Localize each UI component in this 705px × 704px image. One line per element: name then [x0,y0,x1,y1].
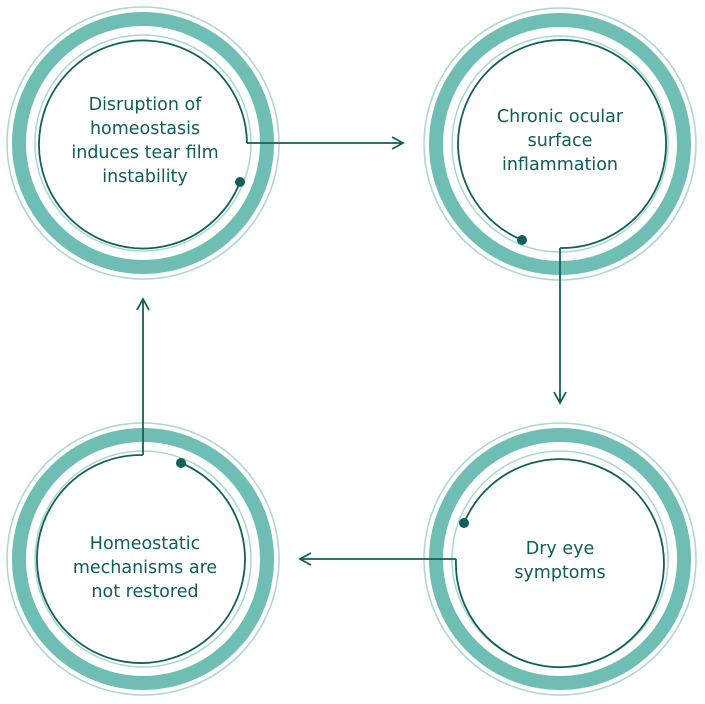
inner-arc-homeostatic [36,454,246,664]
arc-dot-homeostatic [176,458,186,468]
arc-dot-inflammation [517,235,527,245]
inner-arc-disruption [38,39,248,250]
label-homeostatic: Homeostatic mechanisms are not restored [72,534,218,602]
node-homeostatic [6,422,280,696]
arc-dot-dry-eye [459,518,469,528]
label-inflammation: Chronic ocular surface inflammation [496,107,624,175]
inner-arc-inflammation [457,39,667,249]
label-dry-eye: Dry eye symptoms [514,539,606,583]
label-disruption: Disruption of homeostasis induces tear f… [71,95,219,187]
arc-dot-disruption [235,177,245,187]
inner-arc-dry-eye [455,458,665,669]
